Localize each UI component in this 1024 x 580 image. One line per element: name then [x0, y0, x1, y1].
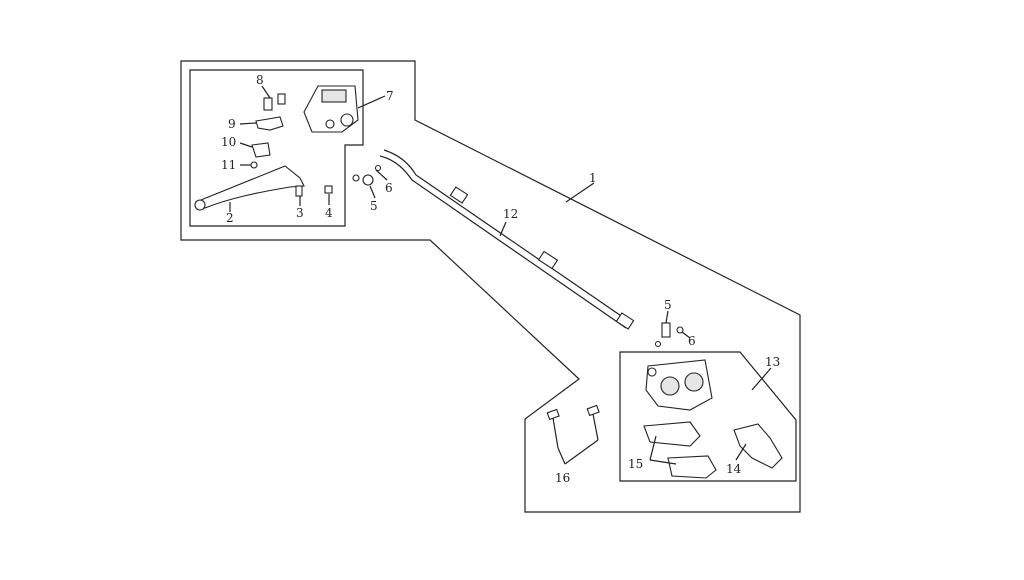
callout-15: 15 — [628, 457, 643, 471]
brake-hose — [379, 149, 635, 330]
leader-lines — [229, 85, 772, 465]
clamp-9 — [255, 116, 284, 131]
master-cylinder — [303, 85, 359, 133]
callout-6-lower: 6 — [688, 334, 696, 348]
brake-pad-lower — [667, 455, 717, 479]
nut-4 — [324, 185, 333, 194]
callout-14: 14 — [726, 462, 742, 476]
callout-4: 4 — [325, 206, 333, 220]
callout-1: 1 — [589, 171, 597, 185]
brake-pad-upper — [643, 421, 701, 447]
bolt-8 — [263, 93, 286, 111]
callout-13: 13 — [765, 355, 780, 369]
assembly-outline — [180, 60, 801, 513]
callout-11: 11 — [221, 158, 236, 172]
bolt-3 — [295, 185, 303, 197]
caliper-bracket-14 — [733, 423, 783, 469]
caliper-body — [645, 359, 713, 411]
part-10 — [251, 142, 271, 158]
bolts-16 — [546, 404, 600, 449]
callout-2: 2 — [226, 211, 234, 225]
caliper-box — [619, 351, 797, 482]
callout-12: 12 — [503, 207, 518, 221]
callout-8: 8 — [256, 73, 264, 87]
callout-5-lower: 5 — [664, 298, 672, 312]
callout-5-upper: 5 — [370, 199, 378, 213]
callout-7: 7 — [386, 89, 394, 103]
callout-6-upper: 6 — [385, 181, 393, 195]
screw-11 — [250, 161, 258, 169]
banjo-bolt-lower — [654, 322, 684, 348]
callout-10: 10 — [221, 135, 236, 149]
callout-16: 16 — [555, 471, 570, 485]
master-cylinder-box — [189, 69, 364, 227]
callout-3: 3 — [296, 206, 304, 220]
banjo-bolt-upper — [352, 164, 382, 186]
callout-9: 9 — [228, 117, 236, 131]
lever-2 — [194, 165, 305, 209]
